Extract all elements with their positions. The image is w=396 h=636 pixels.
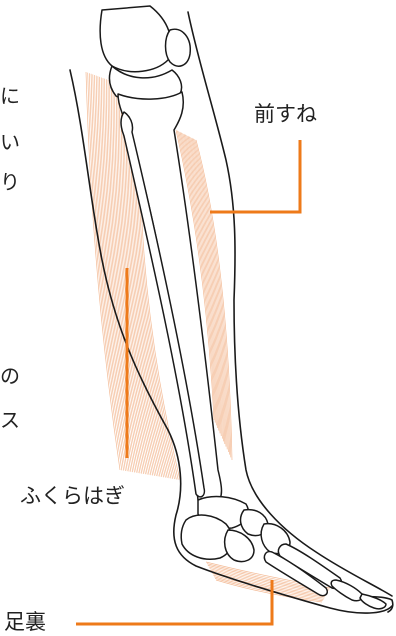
femur-bone <box>99 5 172 73</box>
cuboid-bone <box>223 529 255 563</box>
shin-label: 前すね <box>254 102 317 126</box>
edge-text-line: り <box>0 170 20 194</box>
toe-phalanx-bone <box>359 593 387 610</box>
shin-muscle-fibers <box>175 129 233 461</box>
leg-back-outline <box>69 69 393 614</box>
calf-muscle-fibers <box>85 71 181 481</box>
edge-text-line: の <box>0 364 20 388</box>
toe-phalanx-bone <box>330 579 364 602</box>
fibula-bone <box>120 111 206 498</box>
leg-front-outline <box>187 11 393 597</box>
patella-bone <box>164 28 191 67</box>
sole-leader-line <box>76 580 274 626</box>
edge-text-line: に <box>0 84 20 108</box>
calf-label: ふくらはぎ <box>20 484 125 508</box>
edge-text-line: ス <box>0 408 20 432</box>
heel-bone <box>180 514 233 560</box>
edge-text-line: い <box>0 130 20 154</box>
metatarsal-bone <box>277 543 343 590</box>
shin-leader-line <box>210 140 302 214</box>
sole-label: 足裏 <box>4 610 46 634</box>
metatarsal-bone <box>263 550 329 597</box>
